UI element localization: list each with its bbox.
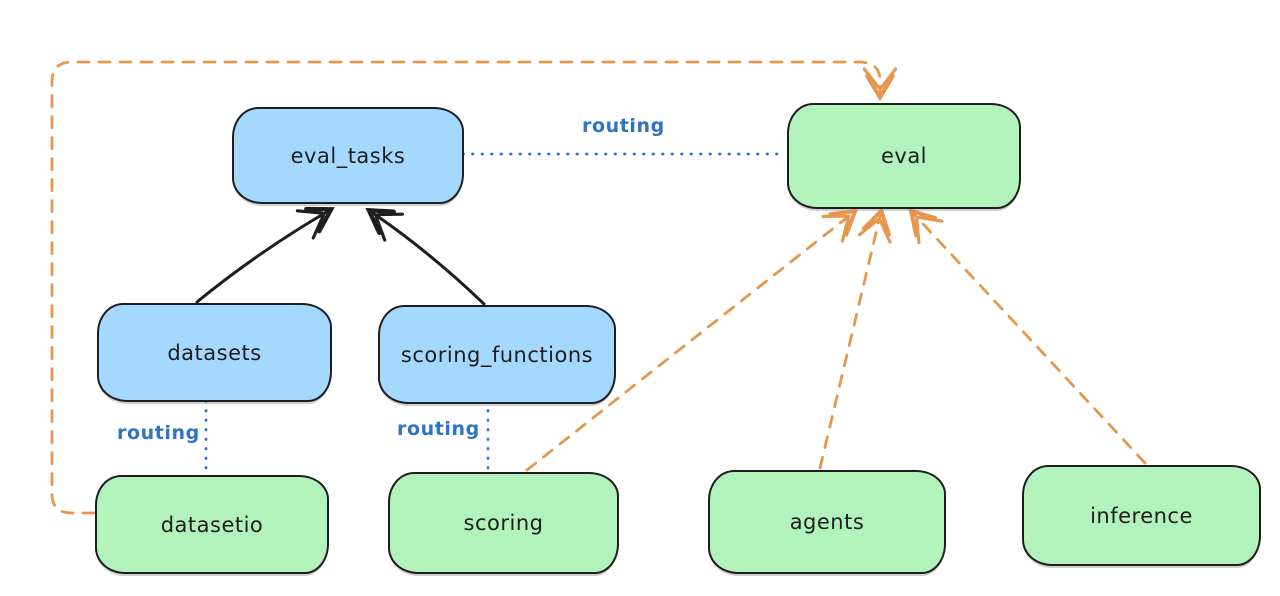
node-inference: inference — [1022, 465, 1261, 566]
node-datasets: datasets — [97, 303, 332, 402]
edge-inference-to-eval — [908, 208, 1147, 465]
node-agents-label: agents — [789, 510, 865, 534]
node-scoring-label: scoring — [463, 511, 544, 535]
node-eval-tasks: eval_tasks — [232, 107, 464, 204]
node-datasets-label: datasets — [167, 340, 262, 365]
edge-label-routing-eval-tasks-eval: routing — [582, 115, 665, 137]
node-eval: eval — [787, 103, 1021, 209]
node-inference-label: inference — [1090, 503, 1193, 528]
node-scoring-functions: scoring_functions — [378, 305, 616, 404]
edge-datasetio-to-eval-loop — [50, 60, 898, 515]
node-scoring: scoring — [388, 472, 619, 574]
node-datasetio: datasetio — [95, 475, 329, 574]
edge-datasets-to-eval-tasks — [195, 206, 335, 304]
edge-label-routing-datasets-datasetio: routing — [117, 422, 200, 444]
edge-label-routing-scoring-functions-scoring: routing — [397, 418, 480, 440]
node-datasetio-label: datasetio — [160, 512, 264, 537]
node-agents: agents — [708, 470, 946, 574]
edge-agents-to-eval — [818, 206, 892, 470]
node-eval-tasks-label: eval_tasks — [290, 143, 406, 168]
edge-scoring-functions-to-eval-tasks — [365, 207, 486, 306]
node-eval-label: eval — [880, 144, 928, 168]
node-scoring-functions-label: scoring_functions — [400, 342, 594, 367]
